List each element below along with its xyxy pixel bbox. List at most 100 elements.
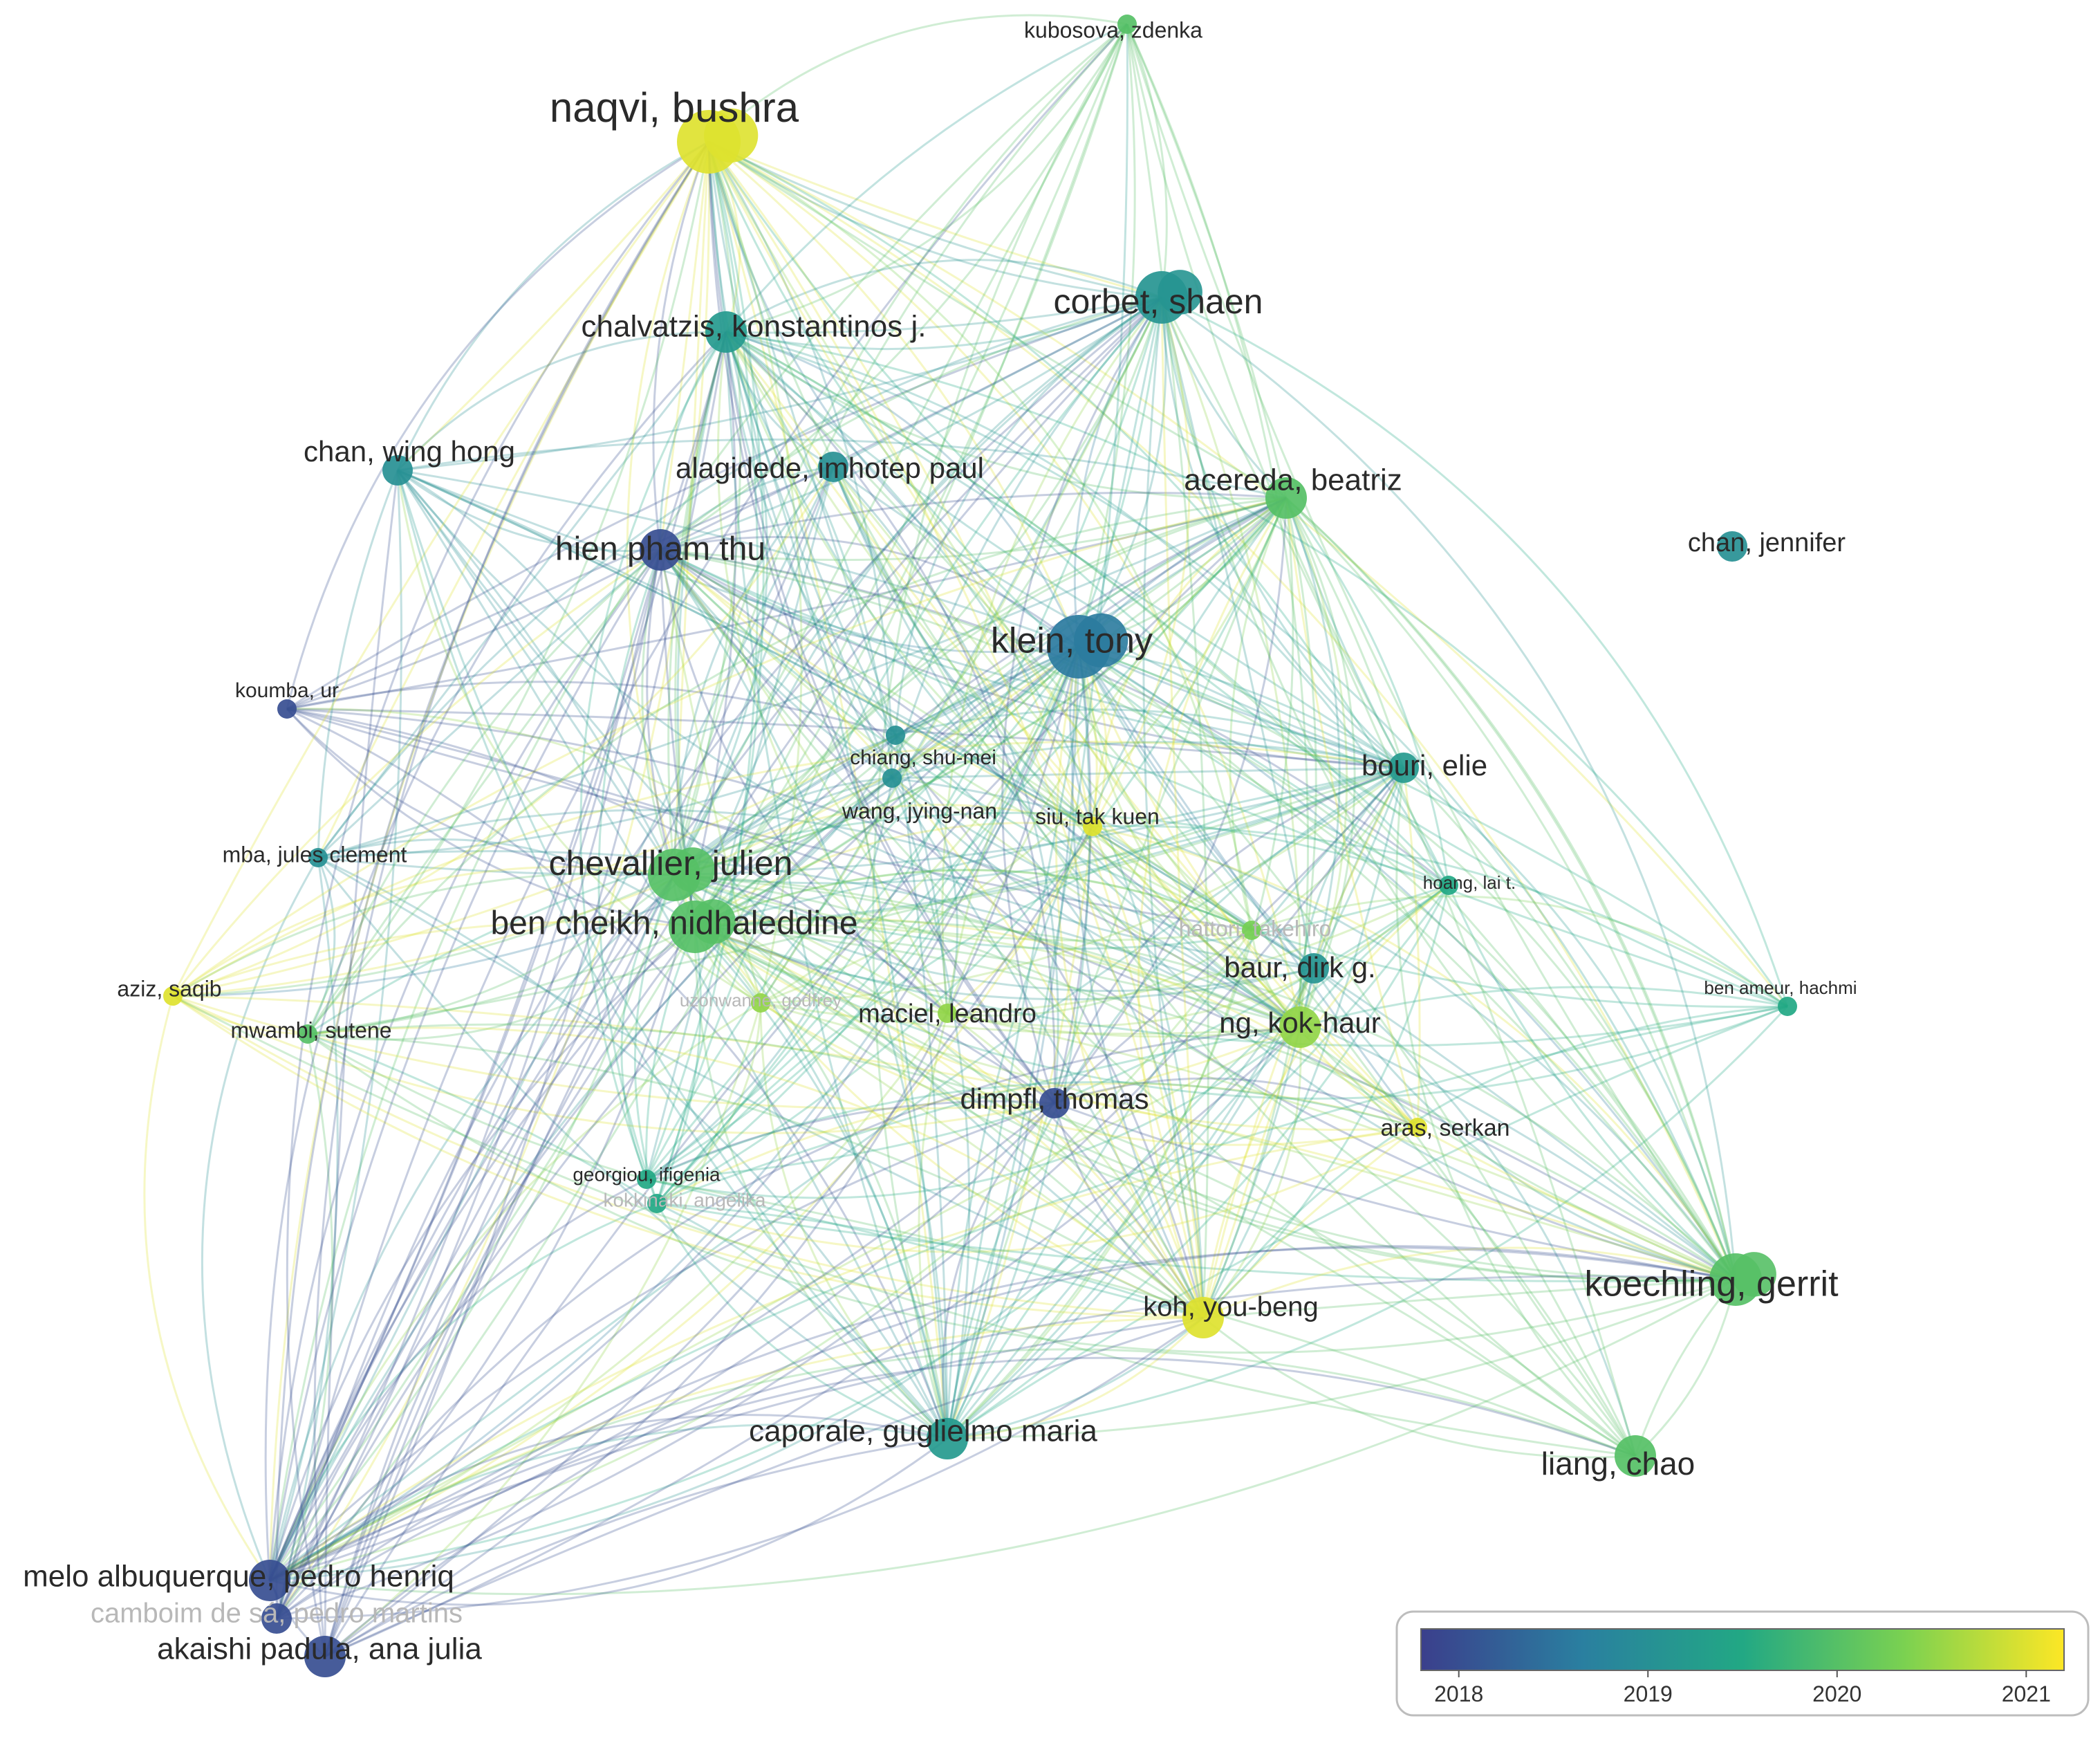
co-authorship-link — [645, 926, 696, 1180]
author-node[interactable] — [1242, 921, 1261, 940]
co-authorship-link — [1053, 646, 1092, 1104]
co-authorship-link — [1312, 968, 1736, 1281]
author-node[interactable] — [647, 1194, 667, 1213]
author-node[interactable] — [277, 699, 297, 719]
co-authorship-link — [307, 1023, 1636, 1457]
author-node[interactable] — [1778, 997, 1797, 1016]
co-authorship-link — [660, 548, 1205, 1318]
co-authorship-link — [947, 1012, 1301, 1038]
co-authorship-link — [894, 735, 958, 1014]
co-authorship-link — [1251, 767, 1405, 932]
author-node-cluster[interactable] — [691, 899, 736, 944]
author-node-cluster[interactable] — [1158, 270, 1202, 315]
author-node[interactable] — [1265, 477, 1307, 519]
co-authorship-link — [269, 968, 1315, 1582]
author-node[interactable] — [261, 1603, 292, 1634]
author-node[interactable] — [1083, 817, 1102, 836]
author-label: aziz, saqib — [117, 976, 221, 1001]
co-authorship-link — [694, 925, 1301, 1029]
author-node[interactable] — [751, 993, 770, 1013]
co-authorship-link — [275, 331, 737, 1620]
co-authorship-link — [725, 331, 1404, 769]
co-authorship-link — [673, 297, 1163, 876]
author-node[interactable] — [1299, 953, 1329, 984]
co-authorship-link — [268, 296, 1163, 1581]
author-node[interactable] — [705, 311, 747, 353]
co-authorship-link — [269, 1013, 949, 1582]
co-authorship-link — [656, 926, 702, 1204]
co-authorship-link — [660, 548, 1737, 1280]
co-authorship-link — [656, 646, 1080, 1205]
co-authorship-link — [633, 874, 676, 1204]
author-node-cluster[interactable] — [1731, 1252, 1776, 1297]
author-node[interactable] — [1615, 1435, 1656, 1477]
co-authorship-link — [268, 466, 835, 1581]
co-authorship-link — [656, 1202, 949, 1439]
co-authorship-link — [694, 497, 1287, 928]
co-authorship-link — [1285, 497, 1405, 768]
co-authorship-link — [708, 140, 1287, 499]
author-node[interactable] — [886, 726, 905, 745]
co-authorship-link — [725, 331, 1056, 1104]
author-node[interactable] — [1039, 1088, 1070, 1118]
author-node[interactable] — [382, 455, 413, 486]
co-authorship-link — [1160, 297, 1205, 1318]
co-authorship-link — [946, 646, 1080, 1439]
co-authorship-link — [1160, 297, 1405, 769]
co-authorship-link — [673, 874, 949, 1439]
co-authorship-link — [673, 874, 1449, 950]
author-node[interactable] — [1408, 1118, 1427, 1137]
co-authorship-link — [694, 645, 1080, 928]
co-authorship-link — [673, 466, 835, 876]
author-node[interactable] — [1717, 531, 1747, 562]
co-authorship-link — [760, 1002, 1204, 1319]
co-authorship-link — [673, 874, 1205, 1318]
author-node[interactable] — [249, 1560, 290, 1601]
author-node[interactable] — [927, 1418, 968, 1459]
co-authorship-link — [317, 296, 1162, 858]
co-authorship-link — [1160, 297, 1315, 969]
author-node-cluster[interactable] — [704, 108, 759, 163]
co-authorship-link — [707, 141, 893, 779]
co-authorship-link — [317, 470, 399, 858]
co-authorship-link — [725, 331, 1301, 1029]
co-authorship-link — [646, 777, 893, 1181]
co-authorship-link — [656, 297, 1163, 1205]
co-authorship-link — [725, 331, 1737, 1280]
author-node[interactable] — [1439, 876, 1458, 895]
author-node[interactable] — [1117, 15, 1137, 34]
author-node-cluster[interactable] — [670, 847, 715, 892]
author-node[interactable] — [1279, 1006, 1321, 1048]
author-label: mba, jules clement — [223, 842, 407, 867]
author-node[interactable] — [938, 1004, 957, 1023]
co-authorship-link — [694, 925, 1314, 1001]
author-node[interactable] — [882, 768, 902, 788]
co-authorship-link — [268, 874, 676, 1581]
co-authorship-link — [708, 140, 1162, 299]
author-node[interactable] — [1182, 1297, 1224, 1338]
co-authorship-link — [707, 141, 1205, 1318]
author-node[interactable] — [637, 1170, 656, 1189]
co-authorship-link — [725, 296, 1162, 334]
co-authorship-link — [1091, 297, 1191, 827]
author-node[interactable] — [163, 986, 183, 1006]
author-label: chevallier, julien — [549, 844, 793, 883]
co-authorship-link — [694, 24, 1128, 928]
author-node[interactable] — [304, 1636, 346, 1677]
co-authorship-link — [1313, 967, 1637, 1457]
co-authorship-link — [1634, 1279, 1737, 1457]
co-authorship-link — [275, 645, 1079, 1619]
co-authorship-link — [286, 681, 896, 737]
co-authorship-link — [268, 466, 835, 1581]
author-node[interactable] — [298, 1024, 317, 1044]
author-node[interactable] — [1388, 753, 1419, 783]
co-authorship-link — [707, 141, 1301, 1028]
author-node[interactable] — [818, 452, 848, 482]
co-authorship-link — [660, 548, 1079, 654]
author-label: caporale, guglielmo maria — [749, 1414, 1097, 1448]
author-node[interactable] — [640, 529, 681, 571]
co-authorship-link — [660, 548, 1252, 932]
co-authorship-link — [268, 1202, 658, 1581]
author-node[interactable] — [308, 848, 328, 867]
author-node-cluster[interactable] — [1074, 613, 1128, 667]
